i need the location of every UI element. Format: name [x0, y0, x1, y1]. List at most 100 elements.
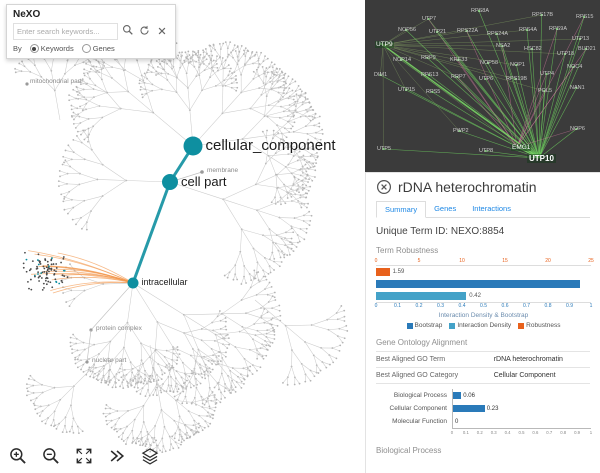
gene-label-UTP9[interactable]: UTP9	[375, 41, 394, 48]
gene-label-NOC4[interactable]: NOC4	[567, 64, 583, 70]
gene-label-UTP5[interactable]: UTP5	[377, 146, 392, 152]
gene-label-RPS17B[interactable]: RPS17B	[532, 12, 554, 18]
gene-label-KRE33[interactable]: KRE33	[450, 57, 468, 63]
tree-node-label-intracellular[interactable]: intracellular	[141, 277, 188, 288]
tab-genes[interactable]: Genes	[434, 204, 457, 213]
search-input[interactable]	[13, 23, 118, 40]
expand-tree-button[interactable]	[105, 444, 129, 468]
category-label: Biological Process	[393, 392, 447, 399]
bootstrap-bar-row	[376, 278, 591, 290]
gene-label-DIM1[interactable]: DIM1	[374, 72, 388, 78]
tree-node-cell-part[interactable]	[162, 174, 178, 190]
gene-label-NOP6[interactable]: NOP6	[570, 126, 585, 132]
search-button[interactable]	[120, 24, 135, 39]
bottom-axis-caption: Interaction Density & Bootstrap	[438, 312, 529, 319]
tree-small-label-nuclear-part[interactable]: nuclear part	[92, 357, 127, 364]
gene-label-NOP1[interactable]: NOP1	[510, 62, 525, 68]
tree-node-label-cell-part[interactable]: cell part	[181, 173, 227, 189]
layers-icon	[140, 446, 160, 466]
radio-keywords[interactable]: Keywords	[29, 44, 74, 53]
tab-summary[interactable]: Summary	[376, 201, 427, 218]
category-value: 0	[455, 418, 459, 425]
unique-term-id: Unique Term ID: NEXO:8854	[376, 226, 505, 237]
category-bar-area: 0.06	[452, 389, 591, 402]
gene-label-RPS4A[interactable]: RPS4A	[519, 27, 538, 33]
gene-label-RPS5[interactable]: RPS5	[426, 89, 441, 95]
radio-circle	[81, 44, 91, 53]
reset-icon	[139, 24, 150, 39]
search-by-label: By	[13, 44, 22, 53]
go-row-value: rDNA heterochromatin	[493, 356, 563, 363]
gene-label-HSC82[interactable]: HSC82	[524, 46, 542, 52]
gene-label-UTP18[interactable]: UTP18	[557, 51, 575, 57]
gene-label-NOP56[interactable]: NOP56	[398, 27, 417, 33]
search-icon	[122, 24, 134, 39]
category-bar	[453, 392, 462, 399]
close-icon[interactable]	[376, 179, 392, 195]
bootstrap-bar	[376, 280, 581, 288]
tree-small-label-membrane[interactable]: membrane	[207, 167, 239, 174]
gene-label-RPS8A[interactable]: RPS8A	[471, 8, 490, 14]
gene-label-RPS19B[interactable]: RPS19B	[506, 76, 528, 82]
bar-value-label: 0.42	[469, 292, 481, 299]
gene-label-RRP9[interactable]: RRP9	[421, 55, 436, 61]
gene-label-UTP10[interactable]: UTP10	[527, 154, 556, 163]
tree-node-intracellular[interactable]	[127, 277, 139, 289]
detail-tabs: Summary Genes Interactions	[376, 201, 590, 218]
gene-label-UTP13[interactable]: UTP13	[572, 36, 590, 42]
gene-label-RPS13[interactable]: RPS13	[421, 72, 439, 78]
tab-interactions[interactable]: Interactions	[472, 204, 511, 213]
legend-item-bootstrap: Bootstrap	[406, 322, 442, 329]
reset-search-button[interactable]	[137, 24, 152, 39]
tree-graph[interactable]	[0, 0, 365, 473]
gene-label-RPS24A[interactable]: RPS24A	[487, 31, 509, 37]
clear-search-button[interactable]	[154, 24, 169, 39]
gene-label-UTP8[interactable]: UTP8	[479, 148, 494, 154]
gene-label-POL5[interactable]: POL5	[538, 88, 553, 94]
gene-label-EMG1[interactable]: EMG1	[511, 144, 532, 151]
gene-label-NOP58[interactable]: NOP58	[480, 60, 499, 66]
gene-label-NAN1[interactable]: NAN1	[570, 85, 585, 91]
gene-label-PWP2[interactable]: PWP2	[453, 128, 469, 134]
gene-label-UTP6[interactable]: UTP6	[479, 76, 494, 82]
gene-label-UTP21[interactable]: UTP21	[429, 29, 447, 35]
gene-label-NSA2[interactable]: NSA2	[496, 43, 511, 49]
radio-label: Genes	[92, 44, 115, 53]
go-row-label: Best Aligned GO Category	[376, 372, 459, 379]
gene-label-RPS15[interactable]: RPS15	[576, 14, 594, 20]
fit-view-button[interactable]	[72, 444, 96, 468]
layers-button[interactable]	[138, 444, 162, 468]
gene-label-BUD21[interactable]: BUD21	[578, 46, 596, 52]
gene-label-RPS9A[interactable]: RPS9A	[549, 26, 568, 32]
gene-label-RPS22A[interactable]: RPS22A	[457, 28, 479, 34]
gene-label-RRP7[interactable]: RRP7	[451, 74, 466, 80]
tree-small-label-mitochondrial-part[interactable]: mitochondrial part	[30, 78, 82, 85]
tree-small-label-protein-complex[interactable]: protein complex	[96, 325, 142, 332]
double-chevron-icon	[107, 446, 127, 466]
gene-label-NOP14[interactable]: NOP14	[393, 57, 412, 63]
gene-label-UTP7[interactable]: UTP7	[422, 16, 437, 22]
ontology-tree-canvas[interactable]: NeXO	[0, 0, 365, 473]
gene-label-UTP15[interactable]: UTP15	[398, 87, 416, 93]
gene-label-UTP4[interactable]: UTP4	[540, 71, 555, 77]
category-bar	[453, 405, 485, 412]
bar-value-label: 1.59	[392, 268, 405, 275]
tree-node-label-cellular-component[interactable]: cellular_component	[205, 136, 336, 154]
zoom-in-button[interactable]	[6, 444, 30, 468]
interaction-density-bar-row: 0.42	[376, 290, 591, 302]
radio-genes[interactable]: Genes	[81, 44, 115, 53]
interaction-density-bar	[376, 292, 467, 300]
category-bar-area: 0.23	[452, 402, 591, 415]
zoom-out-button[interactable]	[39, 444, 63, 468]
tree-node-cellular-component[interactable]	[183, 136, 203, 156]
app-title: NeXO	[13, 9, 41, 20]
term-title: rDNA heterochromatin	[398, 179, 537, 195]
